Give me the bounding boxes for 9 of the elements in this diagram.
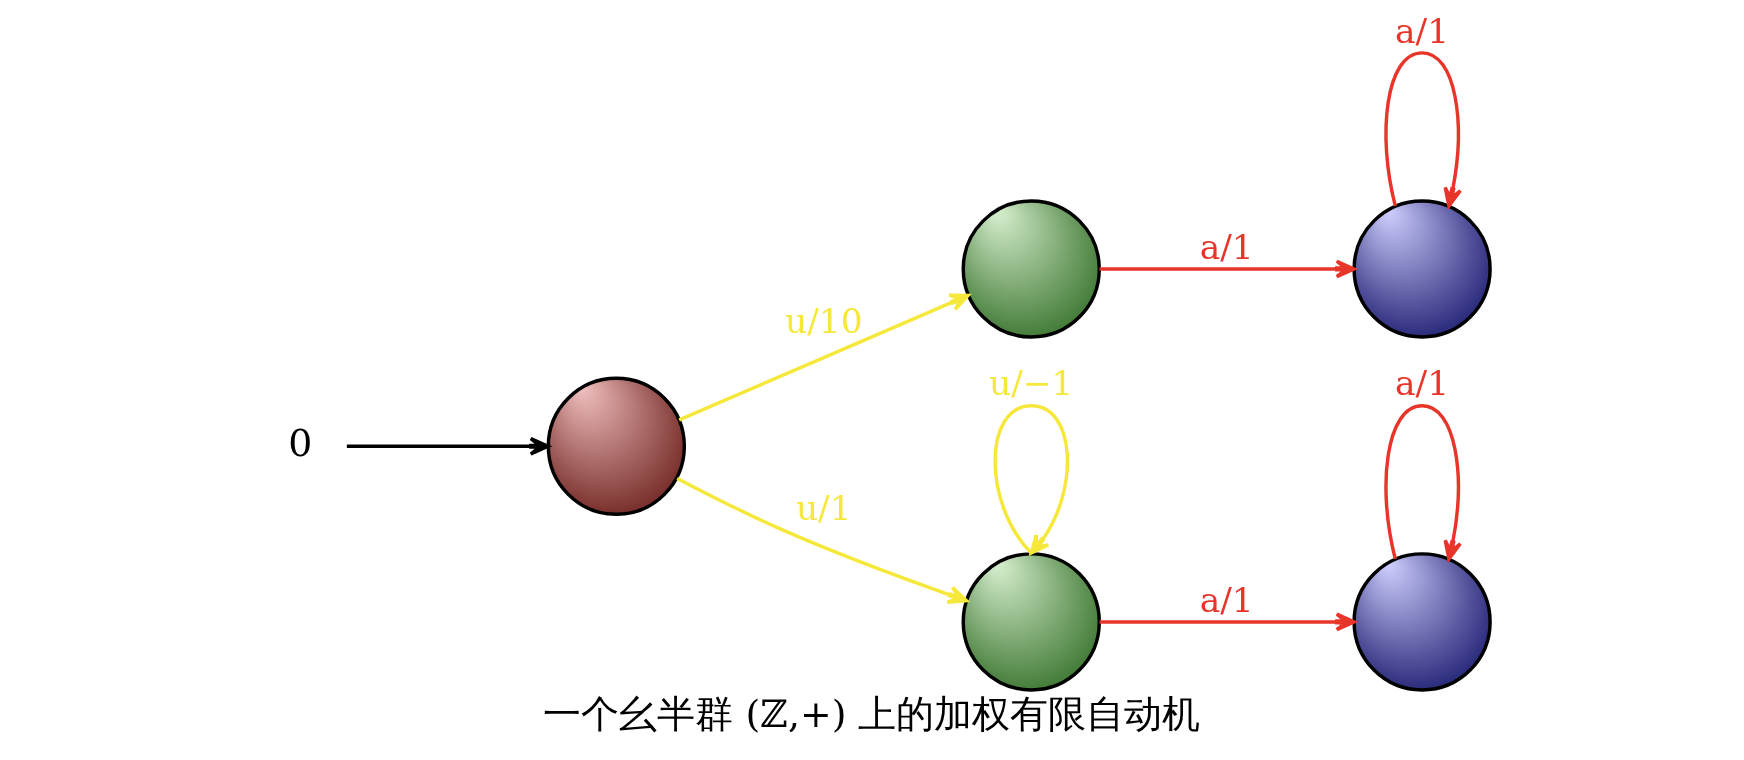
edge-label: a/1 [1199, 579, 1254, 620]
edge-label: u/10 [785, 300, 863, 341]
edge-label: u/−1 [989, 363, 1074, 404]
edge-label: a/1 [1395, 363, 1450, 404]
edge-label: u/1 [795, 488, 852, 529]
caption: 一个幺半群 (ℤ,+) 上的加权有限自动机 [543, 692, 1201, 737]
edge-label: a/1 [1395, 10, 1450, 51]
node-text: 0 [288, 420, 313, 465]
edge-label: a/1 [1199, 226, 1254, 267]
